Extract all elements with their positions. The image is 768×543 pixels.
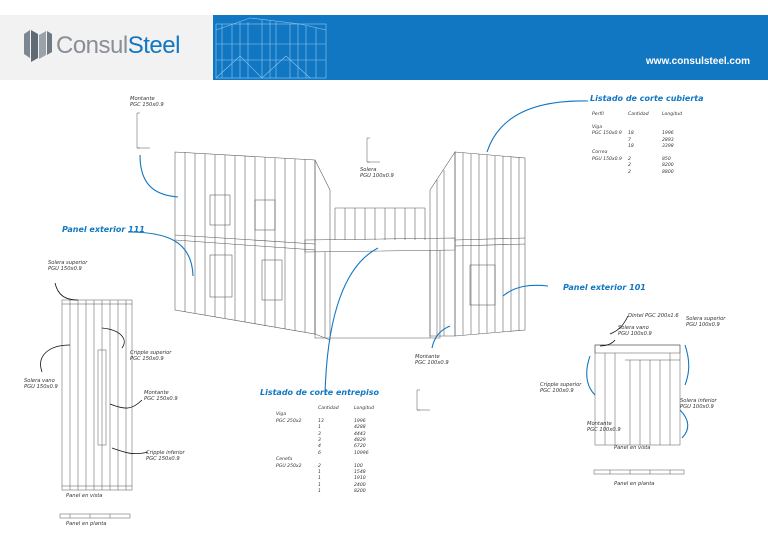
cell-qty: 7 xyxy=(628,137,631,143)
label-solera-top: Solera PGU 100x0.9 xyxy=(360,167,394,179)
cell-qty: 1 xyxy=(318,489,321,495)
label-panel-en-planta-right: Panel en planta xyxy=(614,481,655,487)
cell-len: 10996 xyxy=(354,450,369,456)
cell-len: 8200 xyxy=(662,163,674,169)
cell-len: 1996 xyxy=(354,418,366,424)
label-solera-inferior-right: Solera inferior PGU 100x0.9 xyxy=(680,398,717,410)
label-montante-left: Montante PGC 150x0.9 xyxy=(144,390,178,402)
panel-111-elevation xyxy=(61,299,133,491)
cell-len: 6720 xyxy=(354,444,366,450)
group-profile: PGU 250x2 xyxy=(276,463,302,469)
group-name: Cenefa xyxy=(276,457,293,463)
cell-len: 850 xyxy=(662,156,671,162)
label-panel-en-planta-left: Panel en planta xyxy=(66,521,107,527)
cell-qty: 1 xyxy=(318,476,321,482)
group-name: Viga xyxy=(276,412,287,418)
cell-qty: 6 xyxy=(318,450,321,456)
title-listado-entrepiso: Listado de corte entrepiso xyxy=(260,388,380,397)
th-perfil: Perfil xyxy=(592,112,604,117)
label-cripple-superior-left: Cripple superior PGC 150x0.9 xyxy=(130,350,172,362)
table-cubierta: Perfil Cantidad Longitud Viga PGC 150x0.… xyxy=(592,112,688,176)
label-solera-superior-left: Solera superior PGU 150x0.9 xyxy=(48,260,88,272)
label-dintel-right: Dintel PGC 200x1.6 xyxy=(628,313,679,319)
label-solera-superior-right: Solera superior PGU 100x0.9 xyxy=(686,316,726,328)
label-solera-vano-left: Solera vano PGU 150x0.9 xyxy=(24,378,58,390)
cell-qty: 13 xyxy=(318,418,324,424)
consulsteel-logo-icon xyxy=(24,30,52,62)
table-entrepiso: Cantidad Longitud Viga PGC 250x2 13 1996… xyxy=(276,406,380,496)
label-solera-vano-right: Solera vano PGU 100x0.9 xyxy=(618,325,652,337)
label-cripple-superior-right: Cripple superior PGC 100x0.9 xyxy=(540,382,582,394)
cell-len: 4829 xyxy=(354,438,366,444)
header-building-sketch-icon xyxy=(215,17,327,79)
group-name: Correa xyxy=(592,150,608,156)
group-profile: PGC 150x0.9 xyxy=(592,131,622,137)
group-profile: PGC 250x2 xyxy=(276,418,302,424)
cell-len: 1996 xyxy=(662,131,674,137)
cell-len: 1548 xyxy=(354,470,366,476)
callout-arrows xyxy=(127,100,690,439)
website-link[interactable]: www.consulsteel.com xyxy=(645,56,750,67)
th-longitud: Longitud xyxy=(662,112,683,117)
title-panel-exterior-111: Panel exterior 111 xyxy=(62,225,145,234)
cell-qty: 18 xyxy=(628,131,634,137)
label-panel-en-vista-right: Panel en vista xyxy=(614,445,651,451)
cell-qty: 2 xyxy=(628,169,631,175)
cell-len: 8800 xyxy=(662,169,674,175)
brand-name: ConsulSteel xyxy=(56,32,180,59)
label-panel-en-vista-left: Panel en vista xyxy=(66,493,103,499)
panel-101-plan xyxy=(593,469,685,475)
th-cantidad: Cantidad xyxy=(628,112,649,117)
cell-qty: 1 xyxy=(318,470,321,476)
profile-section-sketches xyxy=(136,112,430,411)
label-montante-right: Montante PGC 100x0.9 xyxy=(587,421,621,433)
cell-len: 2400 xyxy=(354,482,366,488)
cell-qty: 1 xyxy=(318,425,321,431)
cell-len: 8200 xyxy=(354,489,366,495)
cell-len: 4288 xyxy=(354,425,366,431)
cell-qty: 3 xyxy=(318,438,321,444)
cell-qty: 3 xyxy=(318,431,321,437)
cell-len: 3398 xyxy=(662,144,674,150)
cell-len: 4443 xyxy=(354,431,366,437)
panel-111-plan xyxy=(59,513,131,519)
label-montante-mid: Montante PGC 100x0.9 xyxy=(415,354,449,366)
th-cantidad: Cantidad xyxy=(318,406,339,411)
group-name: Viga xyxy=(592,124,603,130)
cell-qty: 4 xyxy=(318,444,321,450)
title-listado-cubierta: Listado de corte cubierta xyxy=(590,94,704,103)
cell-qty: 2 xyxy=(628,163,631,169)
cell-len: 100 xyxy=(354,463,363,469)
group-profile: PGU 150x0.9 xyxy=(592,156,622,162)
label-montante-top: Montante PGC 150x0.9 xyxy=(130,96,164,108)
cell-qty: 2 xyxy=(628,156,631,162)
cell-len: 1910 xyxy=(354,476,366,482)
label-cripple-inferior-left: Cripple inferior PGC 150x0.9 xyxy=(146,450,185,462)
cell-qty: 2 xyxy=(318,463,321,469)
cell-qty: 18 xyxy=(628,144,634,150)
th-longitud: Longitud xyxy=(354,406,375,411)
steel-frame-house xyxy=(174,151,526,341)
cell-qty: 1 xyxy=(318,482,321,488)
title-panel-exterior-101: Panel exterior 101 xyxy=(563,283,646,292)
cell-len: 2893 xyxy=(662,137,674,143)
leader-arrows xyxy=(40,282,629,455)
